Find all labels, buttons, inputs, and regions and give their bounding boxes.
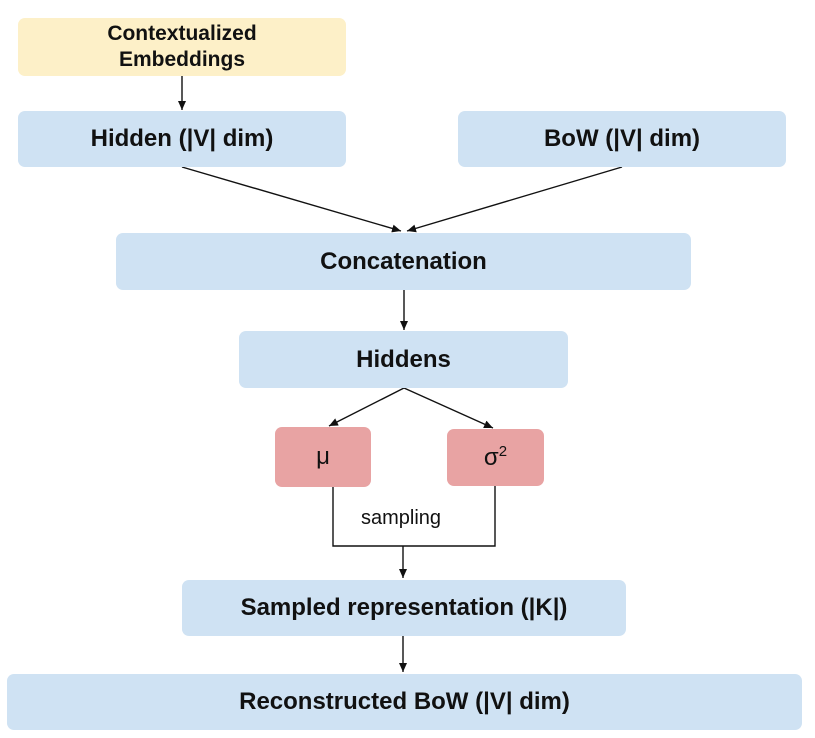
sampling-bracket [332, 486, 496, 547]
arrow-hiddens-to-mu [328, 387, 405, 427]
mu-label: μ [316, 443, 330, 470]
sigma-label: σ2 [484, 443, 507, 472]
concatenation-label: Concatenation [320, 247, 487, 275]
hiddens-label: Hiddens [356, 345, 451, 373]
sigma-squared-node: σ2 [447, 429, 544, 486]
hidden-label: Hidden (|V| dim) [90, 125, 274, 152]
sigma-exponent: 2 [498, 443, 508, 460]
hidden-node: Hidden (|V| dim) [18, 111, 346, 167]
bow-label: BoW (|V| dim) [543, 125, 701, 152]
hiddens-node: Hiddens [239, 331, 568, 388]
reconstructed-bow-node: Reconstructed BoW (|V| dim) [7, 674, 802, 730]
arrow-hidden-to-concatenation [181, 166, 402, 233]
arrow-hiddens-to-sigma [403, 387, 494, 429]
contextualized-embeddings-label: Contextualized Embeddings [107, 22, 257, 71]
sampled-representation-label: Sampled representation (|K|) [240, 594, 568, 621]
sampling-label: sampling [361, 507, 442, 529]
concatenation-node: Concatenation [116, 233, 691, 290]
sampled-representation-node: Sampled representation (|K|) [182, 580, 626, 636]
mu-node: μ [275, 427, 371, 487]
reconstructed-bow-label: Reconstructed BoW (|V| dim) [239, 688, 570, 715]
arrow-bow-to-concatenation [406, 166, 623, 233]
contextualized-embeddings-node: Contextualized Embeddings [18, 18, 346, 76]
bow-node: BoW (|V| dim) [458, 111, 786, 167]
sigma-base: σ [483, 444, 499, 471]
